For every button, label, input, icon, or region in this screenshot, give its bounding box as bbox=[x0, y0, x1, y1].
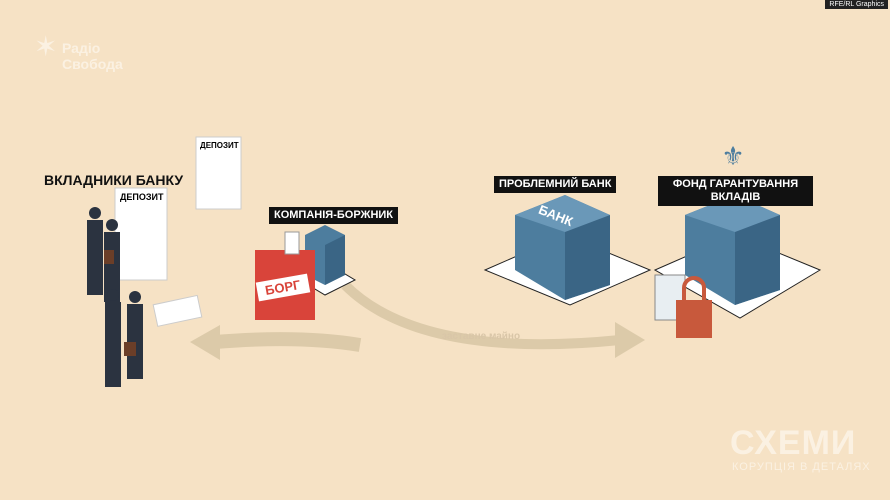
schemes-logo: СХЕМИ bbox=[730, 424, 857, 462]
deposit-sheet-2 bbox=[114, 187, 168, 281]
depositors-title: ВКЛАДНИКИ БАНКУ bbox=[44, 172, 184, 188]
deposit-sheet-1 bbox=[195, 136, 242, 210]
lock-icon bbox=[676, 300, 712, 338]
trident-icon: ⚜ bbox=[721, 141, 744, 171]
fund-label: ФОНД ГАРАНТУВАННЯ ВКЛАДІВ bbox=[658, 176, 813, 206]
radio-svoboda-logo-icon: ✶ bbox=[34, 31, 58, 62]
loan-arrowhead bbox=[190, 325, 220, 360]
deposit-label-2: ДЕПОЗИТ bbox=[120, 192, 164, 202]
logo-line1: Радіо bbox=[62, 40, 101, 56]
loan-arrow bbox=[214, 332, 362, 352]
collateral-label: заставне майно bbox=[442, 331, 521, 342]
credit-label: RFE/RL Graphics bbox=[825, 0, 888, 9]
lock-shackle bbox=[682, 276, 706, 300]
debtor-label: КОМПАНІЯ-БОРЖНИК bbox=[269, 207, 399, 224]
fund-building bbox=[685, 195, 780, 305]
collateral-arrow bbox=[341, 281, 621, 350]
deposit-label-1: ДЕПОЗИТ bbox=[200, 141, 239, 150]
depositors-figures bbox=[87, 207, 143, 387]
problem-bank-building bbox=[515, 195, 610, 300]
logo-line2: Свобода bbox=[62, 56, 123, 72]
problem-bank-label: ПРОБЛЕМНИЙ БАНК bbox=[494, 176, 617, 193]
schemes-subtitle: КОРУПЦІЯ В ДЕТАЛЯХ bbox=[732, 461, 871, 473]
collateral-arrowhead bbox=[615, 322, 645, 358]
